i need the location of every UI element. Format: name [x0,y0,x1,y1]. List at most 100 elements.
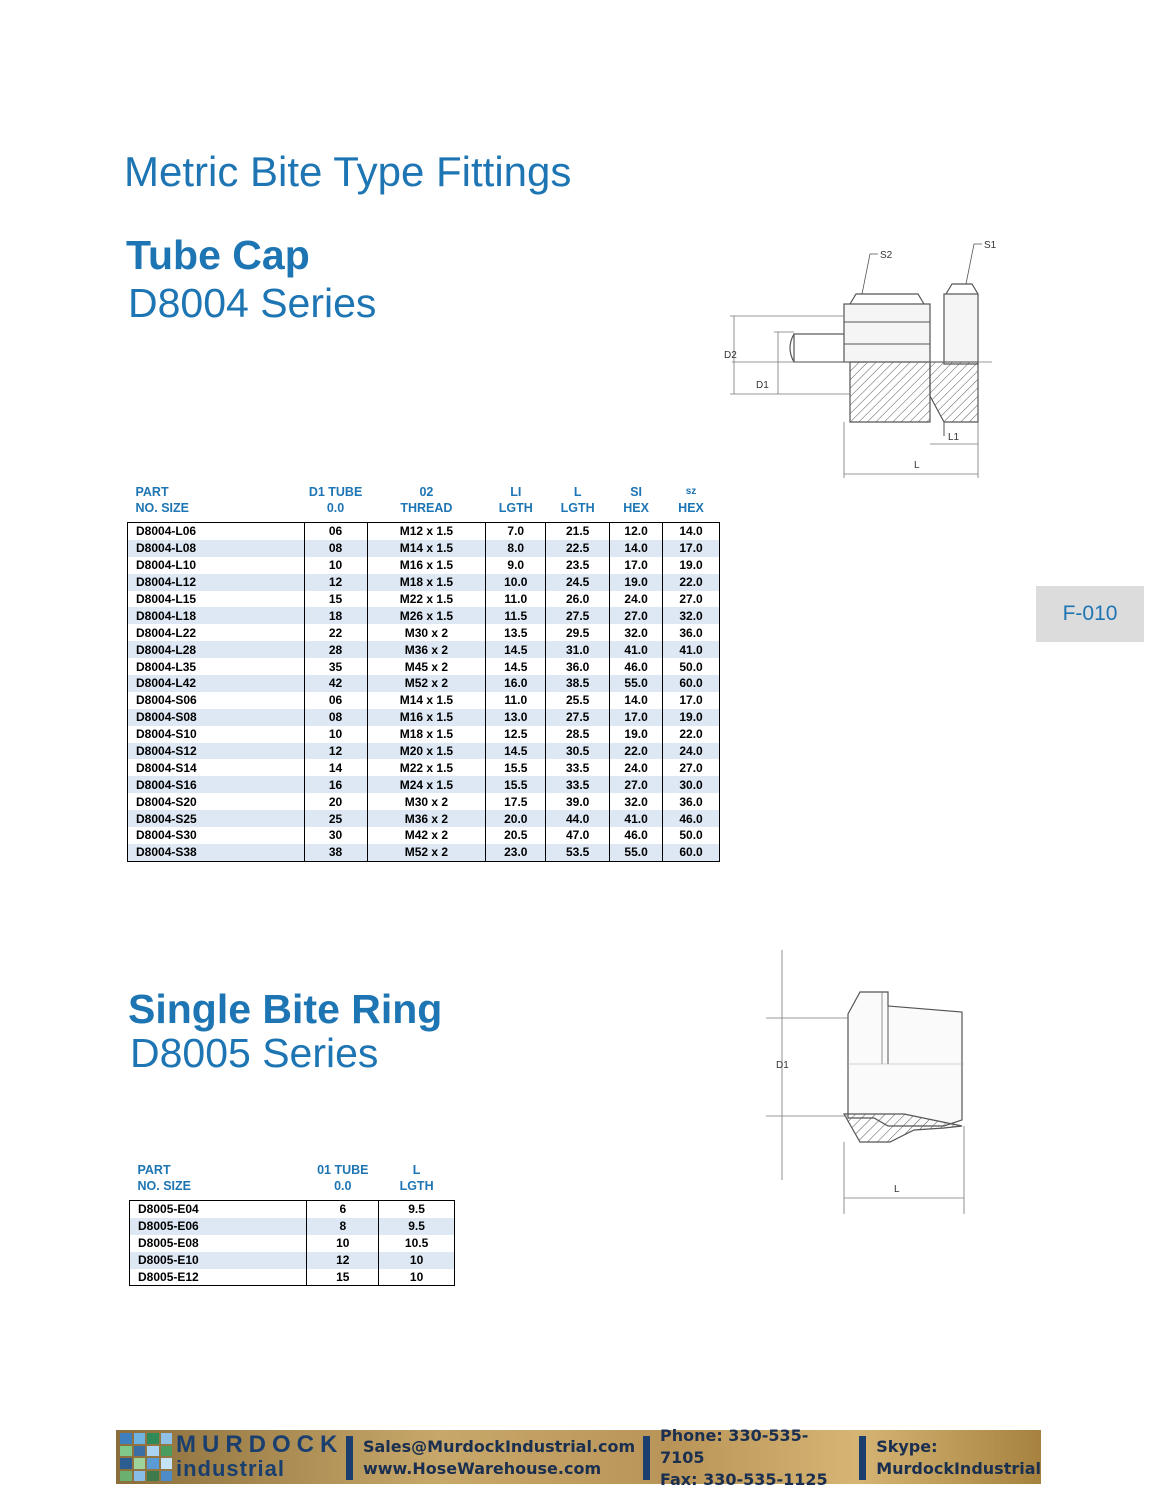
table-cell: 46.0 [662,810,720,828]
table-cell: 27.0 [609,607,663,625]
table-cell: 22.0 [609,742,663,760]
table-cell: 35 [303,658,368,676]
table-cell: 32.0 [662,607,720,625]
table-cell: D8005-E10 [128,1251,307,1269]
table-cell: D8004-S06 [127,691,305,709]
table-cell: D8004-S12 [127,742,305,760]
table-cell: 20.0 [485,810,546,828]
table-cell: 15.5 [485,776,546,794]
table-cell: 27.0 [662,759,720,777]
footer-website-link[interactable]: www.HoseWarehouse.com [362,1459,602,1478]
table-cell: 25.5 [545,691,610,709]
table-cell: 46.0 [609,827,663,844]
table-cell: D8004-S25 [127,810,305,828]
table-cell: M16 x 1.5 [366,708,486,726]
table-cell: 12 [303,573,368,591]
table-cell: 6 [306,1199,379,1218]
table-cell: 10 [378,1268,455,1287]
footer-email-link[interactable]: Sales@MurdockIndustrial.com [362,1437,636,1456]
table-cell: 16 [303,776,368,794]
table-cell: 19.0 [662,708,720,726]
table-cell: 41.0 [609,810,663,828]
table-cell: 10 [306,1234,379,1252]
table-cell: D8004-S14 [127,759,305,777]
table-cell: 14.0 [662,521,720,540]
table-cell: 42 [303,675,368,692]
d2-label: D2 [724,350,737,361]
footer-contact-web: Sales@MurdockIndustrial.com www.HoseWare… [345,1436,636,1480]
table-cell: D8004-S10 [127,725,305,743]
table-cell: D8004-L35 [127,658,305,676]
table-cell: 24.0 [609,590,663,608]
table-cell: 30.5 [545,742,610,760]
table-cell: 17.0 [609,708,663,726]
s1-label: S1 [984,240,997,251]
tube-cap-series: D8004 Series [128,280,377,326]
table-cell: M22 x 1.5 [366,590,486,608]
table-cell: 23.5 [545,556,610,574]
table-cell: 17.0 [662,691,720,709]
table-cell: D8005-E08 [128,1234,307,1252]
footer-banner: MURDOCK industrial Sales@MurdockIndustri… [116,1426,1041,1489]
table-cell: 14.5 [485,658,546,676]
table-cell: 36.0 [545,658,610,676]
table-cell: 47.0 [545,827,610,844]
table-cell: 15 [306,1268,379,1287]
table-cell: 13.5 [485,624,546,642]
table-cell: 33.5 [545,776,610,794]
table-cell: 9.0 [485,556,546,574]
table-cell: 32.0 [609,793,663,811]
table-cell: D8004-S38 [127,843,305,862]
table-cell: 55.0 [609,843,663,862]
table-cell: 14.5 [485,641,546,659]
logo-subtitle: industrial [176,1456,286,1481]
murdock-logo: MURDOCK industrial [116,1430,344,1484]
table-cell: 26.0 [545,590,610,608]
table-cell: 21.5 [545,521,610,540]
table-cell: 27.5 [545,607,610,625]
table-cell: 38 [303,843,368,862]
table-cell: 22 [303,624,368,642]
bite-ring-series: D8005 Series [130,1030,379,1076]
table-cell: 23.0 [485,843,546,862]
table-cell: 08 [303,708,368,726]
table-cell: M24 x 1.5 [366,776,486,794]
d1-label: D1 [756,380,769,391]
table-cell: 06 [303,521,368,540]
l-label: L [914,460,920,471]
table-cell: M16 x 1.5 [366,556,486,574]
table-cell: D8005-E12 [128,1268,307,1287]
table-cell: 31.0 [545,641,610,659]
table-cell: 19.0 [662,556,720,574]
s2-label: S2 [880,250,893,261]
footer-contact-skype: Skype: MurdockIndustrial [859,1436,1041,1480]
table-cell: 11.5 [485,607,546,625]
table-cell: M12 x 1.5 [366,521,486,540]
table-cell: 11.0 [485,691,546,709]
table-cell: M14 x 1.5 [366,539,486,557]
table-cell: 7.0 [485,521,546,540]
